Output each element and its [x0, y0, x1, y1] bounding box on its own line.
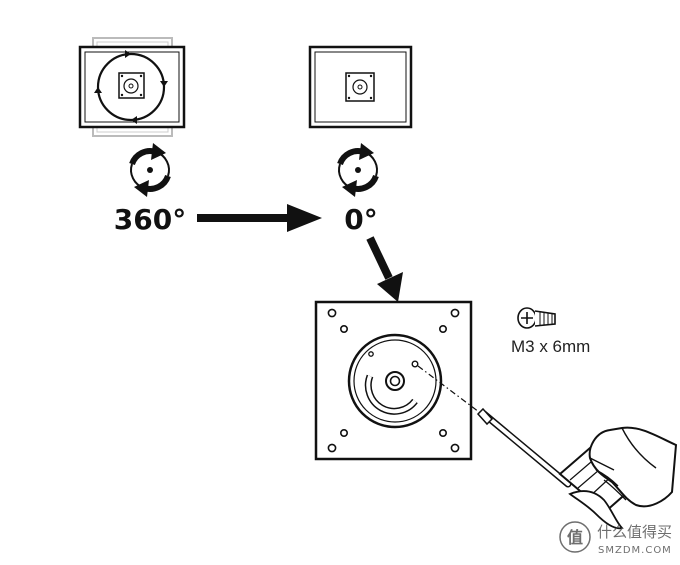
alignment-guide-line — [417, 365, 488, 419]
rotate-icon — [337, 143, 379, 197]
angle-label-from: 360° — [114, 203, 186, 236]
watermark-text-en: SMZDM.COM — [598, 545, 672, 556]
watermark-text-cn: 什么值得买 — [597, 523, 672, 541]
monitor-rotating — [78, 37, 186, 137]
monitor-fixed — [308, 45, 413, 129]
arrow-down-icon — [366, 236, 403, 302]
watermark: 值 什么值得买 SMZDM.COM — [559, 521, 672, 556]
angle-label-to: 0° — [344, 203, 377, 236]
rotate-icon — [129, 143, 171, 197]
screw-icon — [517, 307, 556, 329]
arrow-right-icon — [197, 204, 322, 232]
screw-label: M3 x 6mm — [511, 337, 590, 356]
watermark-logo-icon — [559, 521, 591, 553]
svg-text:值: 值 — [567, 528, 583, 547]
hand-icon — [568, 426, 678, 530]
vesa-mount-plate — [314, 300, 473, 461]
